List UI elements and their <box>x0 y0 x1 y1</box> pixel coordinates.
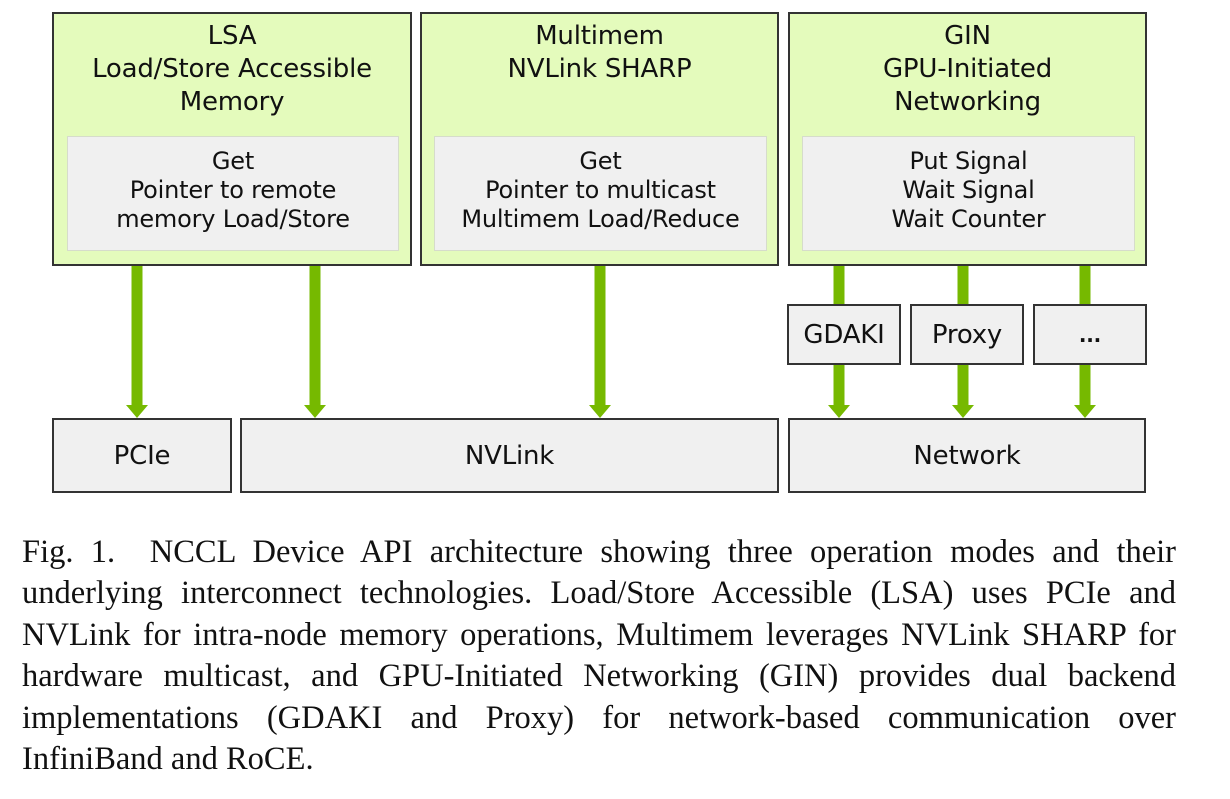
ops-box-lsa: Get Pointer to remote memory Load/Store <box>67 136 399 251</box>
interconnect-box-network: Network <box>788 418 1146 493</box>
backend-label-gdaki: GDAKI <box>803 319 885 350</box>
mode-title-lsa: LSA Load/Store Accessible Memory <box>92 21 372 117</box>
backend-box-more: ... <box>1033 304 1147 365</box>
backend-box-proxy: Proxy <box>910 304 1024 365</box>
mode-title-gin: GIN GPU-Initiated Networking <box>882 21 1053 117</box>
ops-text-gin: Put Signal Wait Signal Wait Counter <box>891 147 1046 233</box>
arrow-lsa-to-nvlink <box>309 266 321 406</box>
backend-label-proxy: Proxy <box>931 319 1003 350</box>
figure-caption: Fig. 1. NCCL Device API architecture sho… <box>22 534 1176 778</box>
ops-text-multimem: Get Pointer to multicast Multimem Load/R… <box>461 147 740 233</box>
interconnect-label-network: Network <box>913 440 1021 471</box>
interconnect-label-pcie: PCIe <box>113 440 171 471</box>
arrow-gin-to-gdaki <box>833 266 845 304</box>
arrowhead-gdaki-to-network <box>828 405 850 418</box>
mode-box-gin: GIN GPU-Initiated Networking Put Signal … <box>788 12 1147 266</box>
arrow-multimem-to-nvlink <box>594 266 606 406</box>
mode-box-lsa: LSA Load/Store Accessible Memory Get Poi… <box>52 12 412 266</box>
interconnect-label-nvlink: NVLink <box>464 440 555 471</box>
interconnect-box-nvlink: NVLink <box>240 418 779 493</box>
arrowhead-lsa-to-nvlink <box>304 405 326 418</box>
arrow-gin-to-proxy <box>957 266 969 304</box>
backend-label-more: ... <box>1078 322 1102 347</box>
arrow-proxy-to-network <box>957 365 969 406</box>
arrowhead-proxy-to-network <box>952 405 974 418</box>
ops-box-multimem: Get Pointer to multicast Multimem Load/R… <box>434 136 767 251</box>
arrow-lsa-to-pcie <box>131 266 143 406</box>
mode-title-multimem: Multimem NVLink SHARP <box>507 21 692 84</box>
arrow-more-to-network <box>1079 365 1091 406</box>
ops-box-gin: Put Signal Wait Signal Wait Counter <box>802 136 1135 251</box>
mode-box-multimem: Multimem NVLink SHARP Get Pointer to mul… <box>420 12 779 266</box>
ops-text-lsa: Get Pointer to remote memory Load/Store <box>116 147 350 233</box>
arrow-gdaki-to-network <box>833 365 845 406</box>
arrowhead-lsa-to-pcie <box>126 405 148 418</box>
arrow-gin-to-more <box>1079 266 1091 304</box>
interconnect-box-pcie: PCIe <box>52 418 232 493</box>
arrowhead-multimem-to-nvlink <box>589 405 611 418</box>
backend-box-gdaki: GDAKI <box>787 304 901 365</box>
arrowhead-more-to-network <box>1074 405 1096 418</box>
